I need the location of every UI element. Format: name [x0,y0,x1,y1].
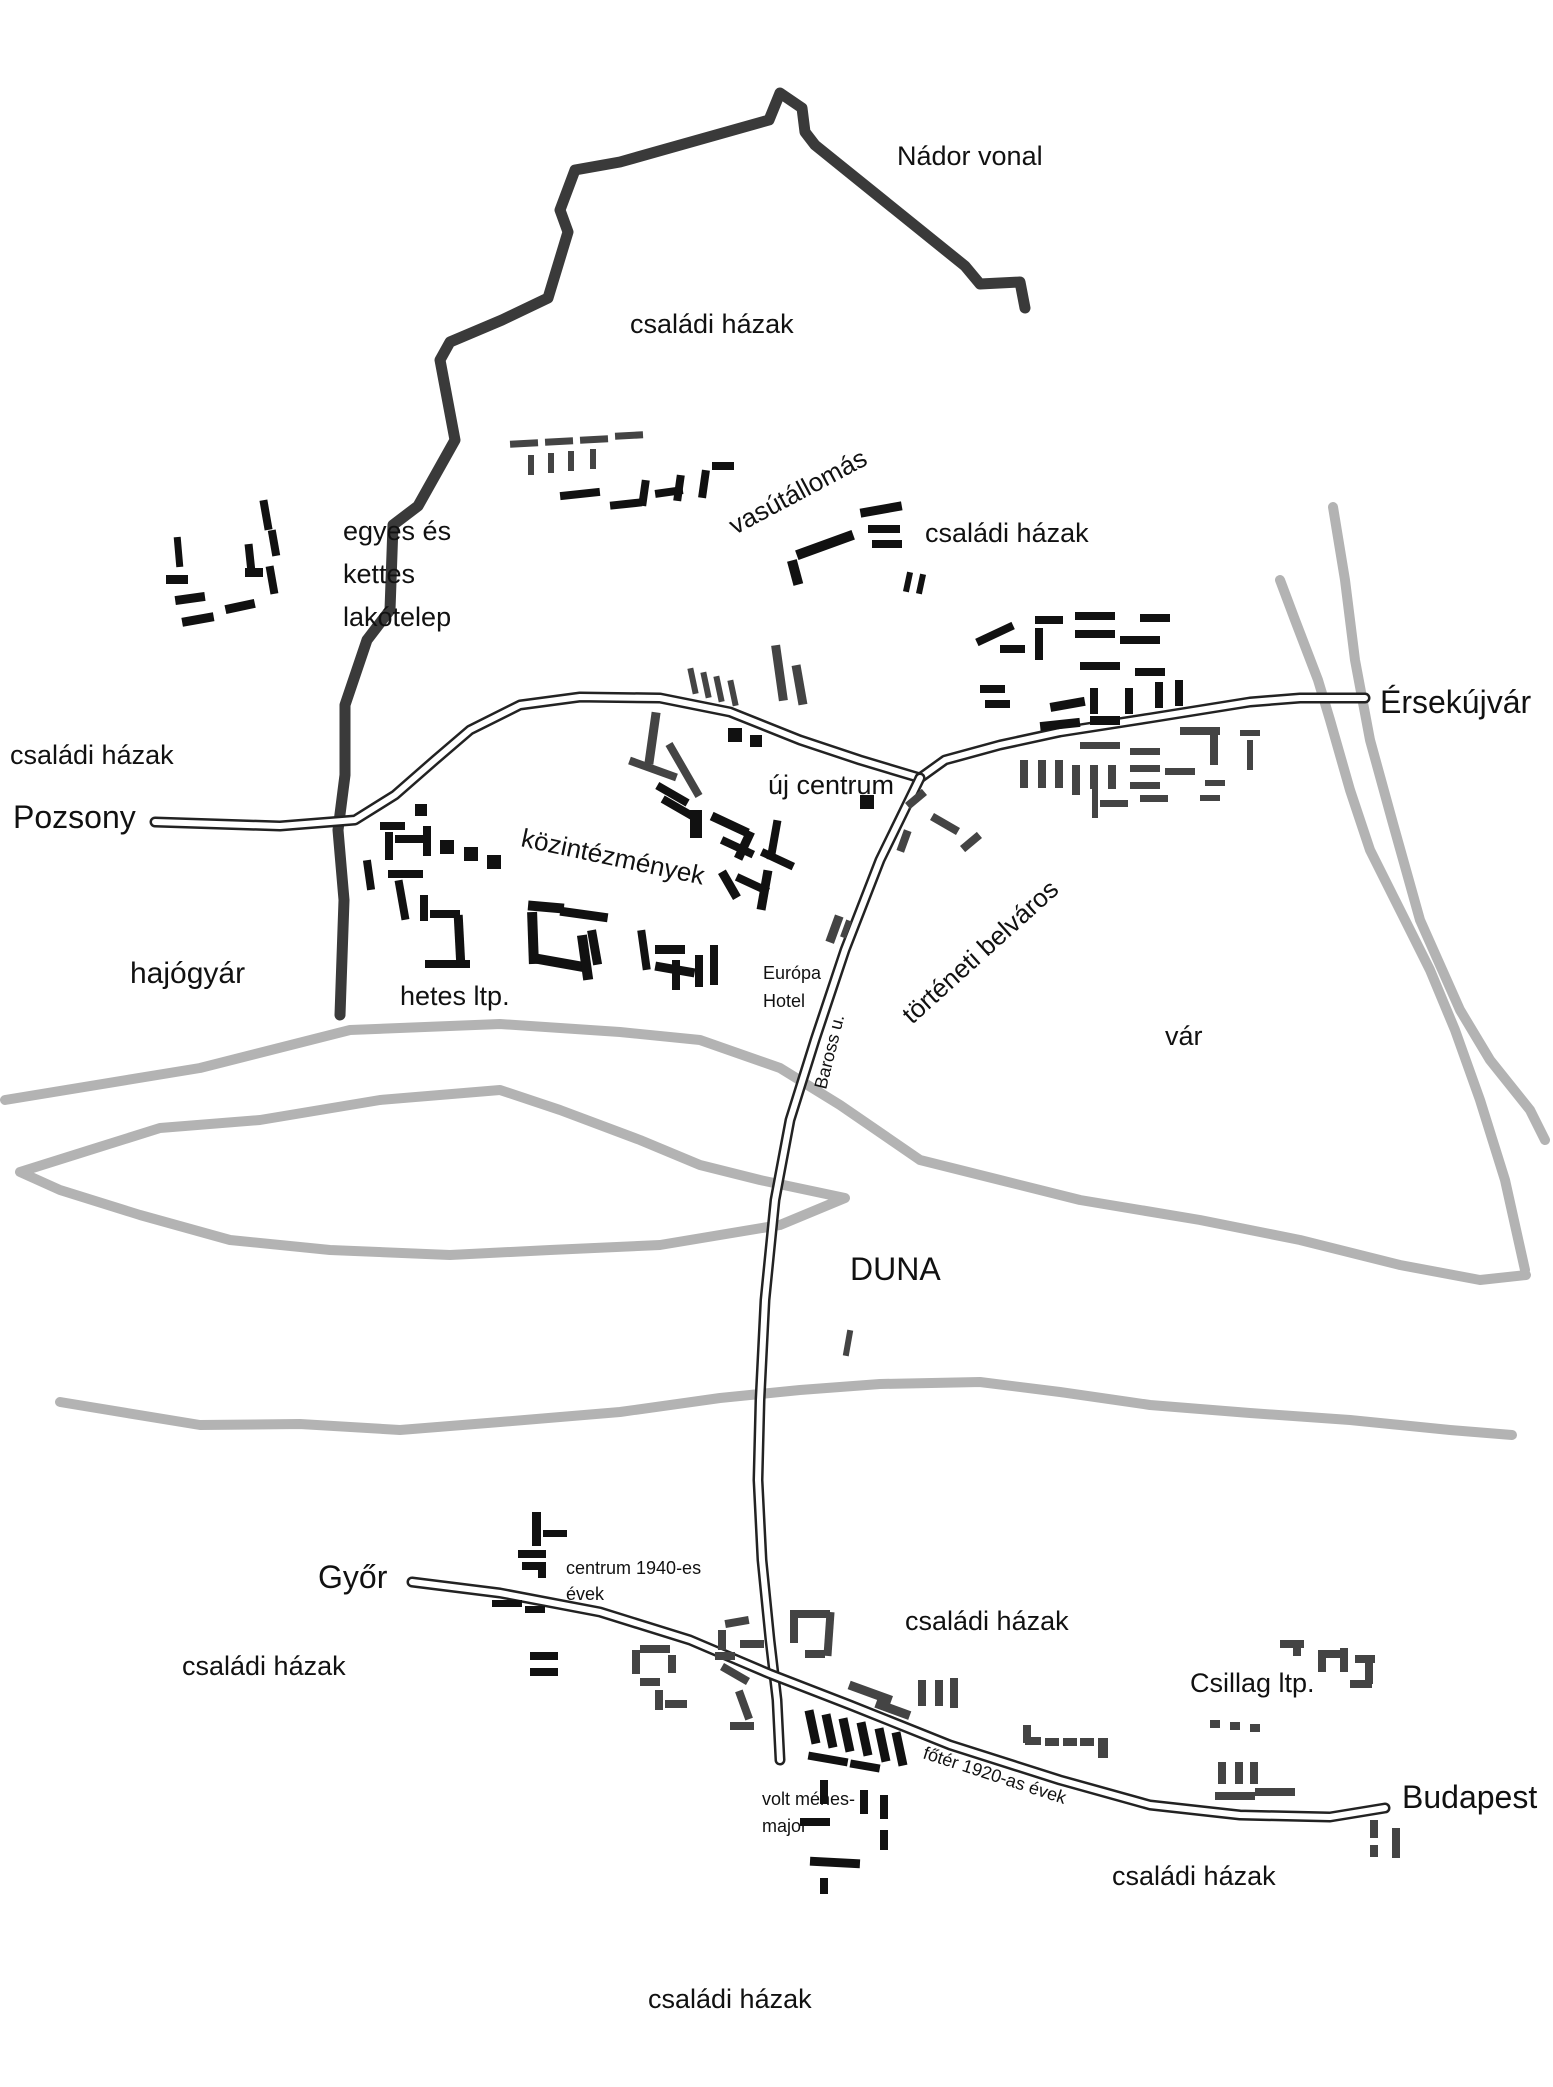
label-danube: DUNA [850,1251,941,1287]
river-north-bank [0,1019,1531,1285]
building-cluster-station-east [787,501,927,595]
label-ersekujvar: Érsekújvár [1380,684,1532,720]
label-menes-line2: major [762,1816,807,1836]
building-cluster-old-town [825,788,982,1357]
nador-line [332,87,1031,1021]
label-center-1940-line1: centrum 1940-es [566,1558,701,1578]
label-shipyard: hajógyár [130,957,245,990]
label-family-houses-bottom: családi házak [648,1984,812,2014]
label-family-houses-north: családi házak [630,309,794,339]
river-island [15,1085,850,1260]
building-cluster-center-north [628,644,808,798]
building-cluster-center-mid [655,728,874,911]
building-cluster-foter [800,1709,908,1894]
building-cluster-east [975,612,1183,732]
label-estate-line2: kettes [343,559,415,589]
building-cluster-public [362,804,718,990]
label-pozsony: Pozsony [13,799,136,835]
label-estate-line1: egyes és [343,516,451,546]
building-cluster-south-center [632,1610,958,1730]
label-hotel: Hotel [763,991,805,1011]
building-cluster-east-lower [1020,727,1260,818]
label-family-houses-southeast: családi házak [1112,1861,1276,1891]
label-family-houses-south-center: családi házak [905,1606,1069,1636]
roads [149,691,1391,1823]
building-cluster-station [509,431,734,510]
buildings [166,431,1400,1894]
label-historic-downtown: történeti belváros [896,874,1064,1030]
label-menes-line1: volt ménes- [762,1789,855,1809]
building-cluster-estate-west [166,499,281,627]
label-castle: vár [1165,1021,1203,1051]
label-hetes-estate: hetes ltp. [400,981,510,1011]
label-budapest: Budapest [1402,1779,1537,1815]
label-europa: Európa [763,963,822,983]
label-family-houses-station: családi házak [925,518,1089,548]
label-nador-vonal: Nádor vonal [897,141,1043,171]
river-vah-west [1275,575,1530,1275]
label-public-institutions: közintézmények [519,823,709,891]
road-pozsony [149,691,926,832]
label-family-houses-west: családi házak [10,740,174,770]
river-vah-east [1328,502,1550,1145]
building-cluster-gyor-center [492,1512,567,1676]
label-railway-station: vasútállomás [724,443,872,541]
label-center-1940-line2: évek [566,1584,605,1604]
label-gyor: Győr [318,1559,388,1595]
building-cluster-csillag [1023,1640,1400,1858]
label-csillag-estate: Csillag ltp. [1190,1668,1315,1698]
label-new-center: új centrum [768,770,894,800]
label-estate-line3: lakótelep [343,602,451,632]
river-south-bank [55,1377,1517,1440]
label-family-houses-gyor: családi házak [182,1651,346,1681]
